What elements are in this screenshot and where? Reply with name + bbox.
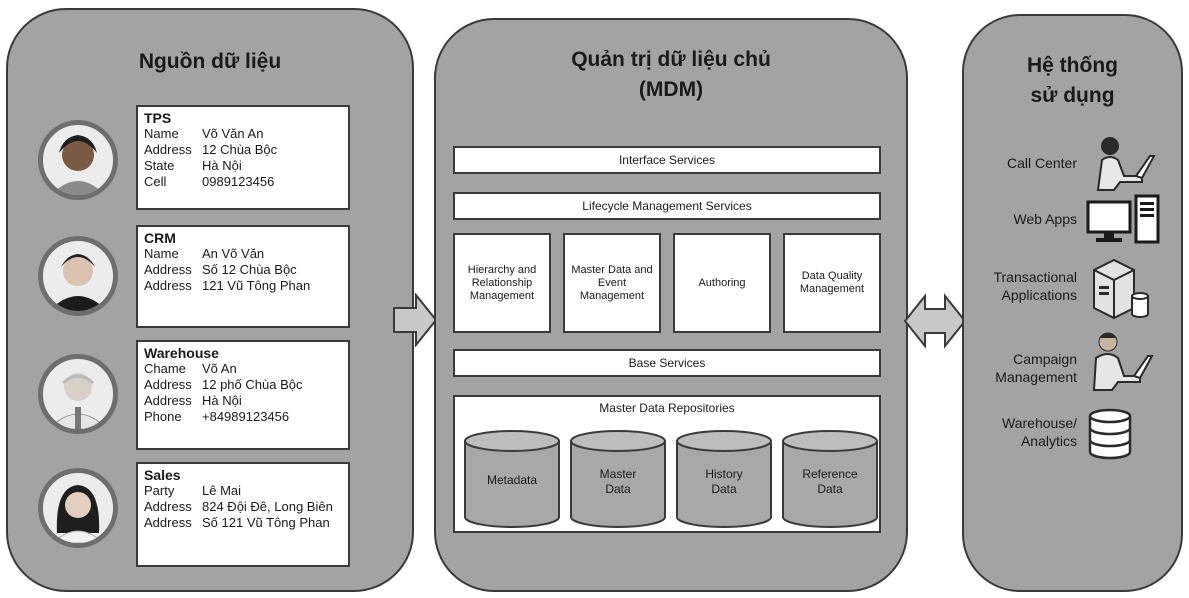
repositories-title: Master Data Repositories (455, 401, 879, 415)
field-label: Address (144, 262, 202, 278)
field-value: 824 Đội Đê, Long Biên (202, 499, 342, 515)
field-label: Address (144, 142, 202, 158)
field-value: +84989123456 (202, 409, 342, 425)
field-label: Party (144, 483, 202, 499)
repository-master-data: Master Data (569, 429, 667, 529)
base-services-box: Base Services (453, 349, 881, 377)
field-label: Address (144, 278, 202, 294)
module-authoring: Authoring (673, 233, 771, 333)
module-data-quality: Data Quality Management (783, 233, 881, 333)
usage-label: Warehouse/ Analytics (967, 414, 1077, 450)
usage-transactional-applications: Transactional Applications (966, 256, 1181, 320)
field-value: 0989123456 (202, 174, 342, 190)
field-value: Số 121 Vũ Tông Phan (202, 515, 342, 531)
field-value: Võ Văn An (202, 126, 342, 142)
usage-web-apps: Web Apps (966, 190, 1181, 254)
field-label: Name (144, 126, 202, 142)
field-label: Chame (144, 361, 202, 377)
person-avatar-2 (38, 236, 118, 316)
repository-label: Metadata (463, 473, 561, 488)
field-label: Phone (144, 409, 202, 425)
field-value: 12 Chùa Bộc (202, 142, 342, 158)
usage-subtitle: sử dụng (962, 84, 1183, 108)
repository-label: History Data (675, 467, 773, 497)
usage-title: Hệ thống (962, 54, 1183, 78)
field-value: Hà Nội (202, 158, 342, 174)
field-label: Cell (144, 174, 202, 190)
usage-label: Transactional Applications (967, 268, 1077, 304)
module-hierarchy: Hierarchy and Relationship Management (453, 233, 551, 333)
field-value: An Võ Văn (202, 246, 342, 262)
field-value: Số 12 Chùa Bộc (202, 262, 342, 278)
usage-label: Call Center (967, 154, 1077, 172)
person-laptop-icon (1084, 330, 1160, 394)
field-value: Hà Nội (202, 393, 342, 409)
mdm-title: Quản trị dữ liệu chủ (434, 48, 908, 72)
card-title: Sales (144, 467, 342, 483)
repository-reference-data: Reference Data (781, 429, 879, 529)
repository-label: Reference Data (781, 467, 879, 497)
card-title: Warehouse (144, 345, 342, 361)
person-avatar-1 (38, 120, 118, 200)
field-label: Address (144, 393, 202, 409)
field-value: 12 phố Chùa Bộc (202, 377, 342, 393)
repository-metadata: Metadata (463, 429, 561, 529)
interface-services-box: Interface Services (453, 146, 881, 174)
flow-arrow-bidirectional (903, 292, 967, 350)
lifecycle-services-box: Lifecycle Management Services (453, 192, 881, 220)
person-avatar-4 (38, 468, 118, 548)
server-icon (1084, 256, 1160, 320)
computer-icon (1084, 192, 1164, 248)
call-center-icon (1084, 132, 1160, 196)
flow-arrow-right (392, 293, 438, 347)
usage-label: Campaign Management (967, 350, 1077, 386)
field-value: 121 Vũ Tông Phan (202, 278, 342, 294)
card-title: CRM (144, 230, 342, 246)
repository-history-data: History Data (675, 429, 773, 529)
card-title: TPS (144, 110, 342, 126)
sources-title: Nguồn dữ liệu (6, 50, 414, 74)
database-icon (1084, 406, 1160, 466)
module-master-data-event: Master Data and Event Management (563, 233, 661, 333)
usage-call-center: Call Center (966, 132, 1181, 196)
field-label: Address (144, 499, 202, 515)
field-value: Võ An (202, 361, 342, 377)
person-avatar-3 (38, 354, 118, 434)
repositories-box: Master Data Repositories Metadata Master… (453, 395, 881, 533)
field-value: Lê Mai (202, 483, 342, 499)
usage-campaign-management: Campaign Management (966, 330, 1181, 394)
usage-label: Web Apps (967, 210, 1077, 228)
field-label: Name (144, 246, 202, 262)
field-label: Address (144, 377, 202, 393)
repository-label: Master Data (569, 467, 667, 497)
usage-warehouse-analytics: Warehouse/ Analytics (966, 406, 1181, 470)
mdm-subtitle: (MDM) (434, 78, 908, 102)
field-label: Address (144, 515, 202, 531)
field-label: State (144, 158, 202, 174)
